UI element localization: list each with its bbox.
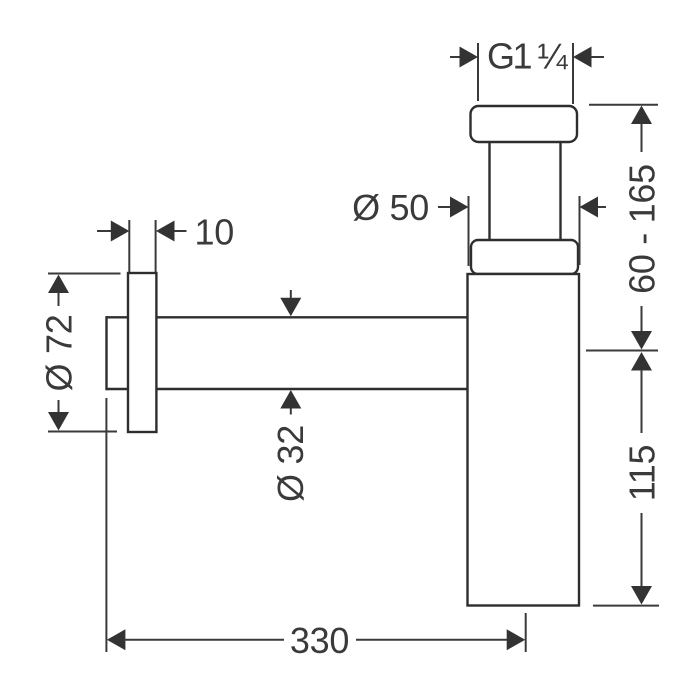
body-diameter-label: Ø 50 [352,187,429,228]
pipe-diameter-label: Ø 32 [270,425,311,502]
trap-body [466,272,581,607]
flange-thickness-label: 10 [195,212,234,253]
body-height-arrow-down [631,586,652,605]
flange-diameter-label: Ø 72 [39,315,80,392]
fixture-outline [105,104,581,607]
inlet-height-label: 60 - 165 [622,164,663,294]
dimension-flange-diameter: Ø 72 [39,272,121,433]
wall-to-trap-arrow-left [106,629,126,651]
flange-dia-arrow-up [48,274,69,293]
wall-to-trap-label: 330 [290,620,349,661]
top-nut [469,104,579,144]
dimension-wall-to-trap: 330 [105,398,527,661]
body-collar [469,238,580,276]
dimension-body-height: 115 [593,352,663,607]
pipe-dia-arrow-up [280,390,302,409]
dimension-thread-size: G1 ¼ [450,36,604,104]
body-height-arrow-up [631,352,652,371]
flange-thk-arrow-left [110,220,130,242]
body-dia-arrow-right [579,196,598,218]
body-dia-arrow-left [450,196,469,218]
dimension-body-diameter: Ø 50 [352,187,606,266]
thread-arrow-left [459,46,478,68]
wall-flange [126,271,158,434]
thread-arrow-right [573,46,592,68]
flange-dia-arrow-down [48,412,69,431]
dimension-inlet-height: 60 - 165 [586,103,663,352]
flange-thk-arrow-right [156,220,175,242]
inlet-height-arrow-down [631,331,652,350]
dimension-flange-thickness: 10 [97,212,234,272]
inlet-height-arrow-up [631,105,652,124]
dimension-pipe-diameter: Ø 32 [270,290,311,502]
pipe-dia-arrow-down [280,297,302,317]
wall-to-trap-arrow-right [506,629,526,651]
body-height-label: 115 [622,445,663,502]
thread-size-label: G1 ¼ [487,36,569,77]
